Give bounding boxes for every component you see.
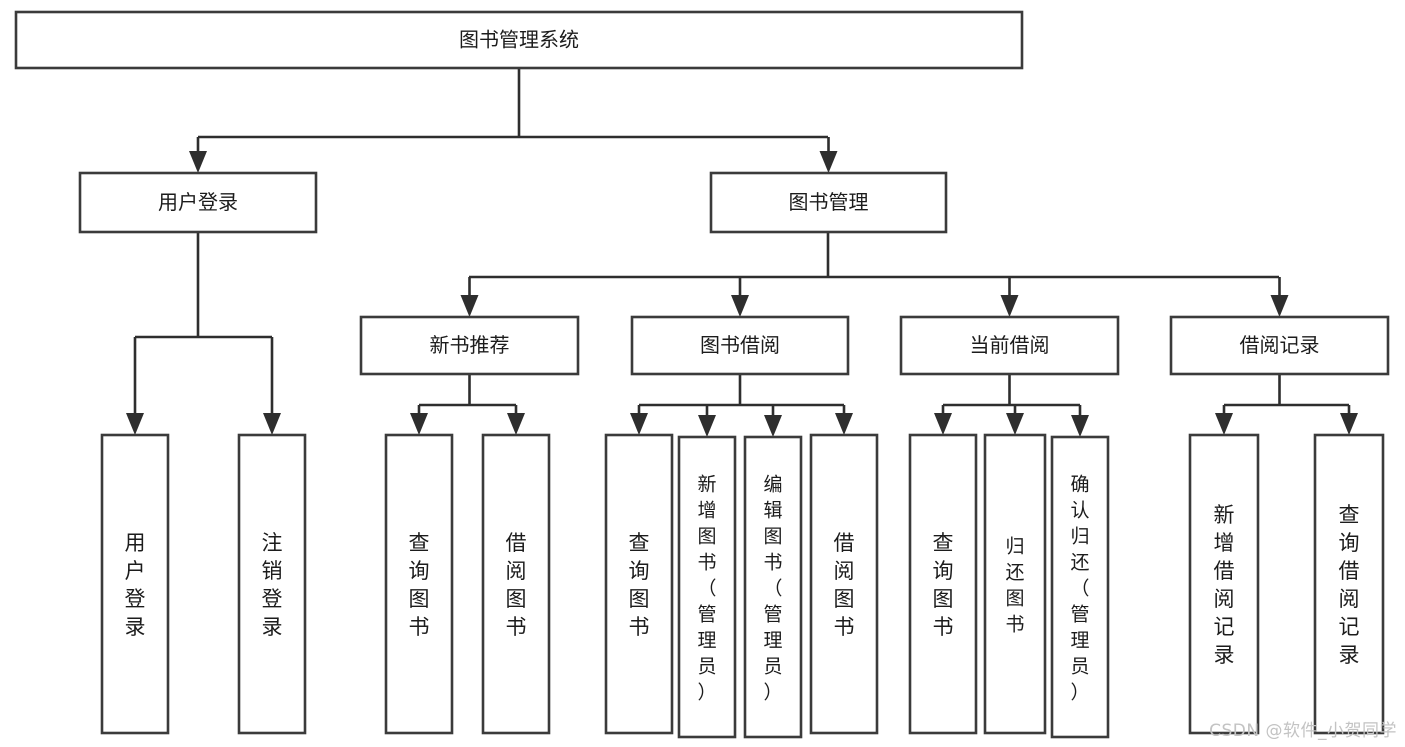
node-label-leaf-query-book-borrow: 查询图书	[629, 531, 650, 639]
node-box-book-borrow[interactable]	[630, 315, 850, 376]
node-new-book-recommend[interactable]: 新书推荐	[359, 315, 580, 376]
arrow-icon-leaf-user-logout	[263, 413, 281, 435]
arrow-icon-leaf-edit-book	[764, 415, 782, 437]
node-leaf-borrow-book[interactable]: 借阅图书	[809, 433, 879, 735]
node-root[interactable]: 图书管理系统	[14, 10, 1024, 70]
node-box-leaf-query-book-recommend[interactable]	[384, 433, 454, 735]
node-box-leaf-confirm-return[interactable]	[1050, 435, 1110, 739]
arrow-icon-leaf-borrow-book	[835, 413, 853, 435]
node-label-new-book-recommend: 新书推荐	[430, 333, 510, 357]
node-label-leaf-user-login: 用户登录	[125, 531, 146, 639]
node-box-new-book-recommend[interactable]	[359, 315, 580, 376]
node-current-borrow[interactable]: 当前借阅	[899, 315, 1120, 376]
node-box-leaf-borrow-book-recommend[interactable]	[481, 433, 551, 735]
node-label-leaf-add-borrow-record: 新增借阅记录	[1214, 503, 1235, 667]
connector-layer	[126, 68, 1358, 437]
arrow-icon-leaf-return-book	[1006, 413, 1024, 435]
node-leaf-return-book[interactable]: 归还图书	[983, 433, 1047, 735]
node-box-leaf-edit-book[interactable]	[743, 435, 803, 739]
node-box-leaf-return-book[interactable]	[983, 433, 1047, 735]
node-label-leaf-query-borrow-record: 查询借阅记录	[1339, 503, 1360, 667]
arrow-icon-current-borrow	[1000, 295, 1019, 317]
node-label-root: 图书管理系统	[459, 28, 579, 52]
node-label-leaf-query-book-current: 查询图书	[933, 531, 954, 639]
node-label-book-borrow: 图书借阅	[700, 333, 780, 357]
node-leaf-confirm-return[interactable]: 确认归还（管理员）	[1050, 435, 1110, 739]
csdn-watermark: CSDN @软件_小贺同学	[1209, 721, 1397, 741]
node-label-borrow-record: 借阅记录	[1240, 333, 1320, 357]
node-user-login[interactable]: 用户登录	[78, 171, 318, 234]
node-leaf-add-borrow-record[interactable]: 新增借阅记录	[1188, 433, 1260, 735]
node-leaf-borrow-book-recommend[interactable]: 借阅图书	[481, 433, 551, 735]
node-leaf-query-borrow-record[interactable]: 查询借阅记录	[1313, 433, 1385, 735]
arrow-icon-leaf-add-borrow-record	[1215, 413, 1233, 435]
node-label-leaf-query-book-recommend: 查询图书	[409, 531, 430, 639]
node-box-leaf-add-borrow-record[interactable]	[1188, 433, 1260, 735]
node-box-book-manage[interactable]	[709, 171, 948, 234]
arrow-icon-user-login	[189, 151, 207, 173]
node-leaf-user-login[interactable]: 用户登录	[100, 433, 170, 735]
node-box-borrow-record[interactable]	[1169, 315, 1390, 376]
node-leaf-edit-book[interactable]: 编辑图书（管理员）	[743, 435, 803, 739]
node-book-borrow[interactable]: 图书借阅	[630, 315, 850, 376]
node-label-current-borrow: 当前借阅	[970, 333, 1050, 357]
arrow-icon-leaf-borrow-book-recommend	[507, 413, 525, 435]
node-box-leaf-query-borrow-record[interactable]	[1313, 433, 1385, 735]
node-box-user-login[interactable]	[78, 171, 318, 234]
node-box-leaf-user-logout[interactable]	[237, 433, 307, 735]
node-label-leaf-user-logout: 注销登录	[262, 531, 283, 639]
node-label-leaf-add-book: 新增图书（管理员）	[697, 473, 716, 703]
node-label-book-manage: 图书管理	[789, 190, 869, 214]
arrow-icon-book-borrow	[731, 295, 749, 317]
node-label-leaf-return-book: 归还图书	[1005, 535, 1024, 635]
node-label-leaf-confirm-return: 确认归还（管理员）	[1070, 473, 1089, 703]
node-label-user-login: 用户登录	[158, 190, 238, 214]
arrow-icon-new-book-recommend	[460, 295, 479, 317]
node-box-leaf-query-book-borrow[interactable]	[604, 433, 674, 735]
arrow-icon-leaf-query-borrow-record	[1340, 413, 1358, 435]
node-box-leaf-user-login[interactable]	[100, 433, 170, 735]
node-book-manage[interactable]: 图书管理	[709, 171, 948, 234]
node-label-leaf-borrow-book: 借阅图书	[834, 531, 855, 639]
node-leaf-add-book[interactable]: 新增图书（管理员）	[677, 435, 737, 739]
node-box-current-borrow[interactable]	[899, 315, 1120, 376]
arrow-icon-leaf-query-book-borrow	[630, 413, 648, 435]
node-leaf-query-book-current[interactable]: 查询图书	[908, 433, 978, 735]
arrow-icon-leaf-query-book-current	[934, 413, 952, 435]
arrow-icon-leaf-query-book-recommend	[410, 413, 428, 435]
arrow-icon-leaf-user-login	[126, 413, 144, 435]
node-leaf-query-book-borrow[interactable]: 查询图书	[604, 433, 674, 735]
node-label-leaf-edit-book: 编辑图书（管理员）	[763, 473, 782, 703]
arrow-icon-book-manage	[819, 151, 838, 173]
arrow-icon-leaf-confirm-return	[1071, 415, 1089, 437]
node-leaf-query-book-recommend[interactable]: 查询图书	[384, 433, 454, 735]
node-box-leaf-borrow-book[interactable]	[809, 433, 879, 735]
arrow-icon-leaf-add-book	[698, 415, 716, 437]
node-label-leaf-borrow-book-recommend: 借阅图书	[506, 531, 527, 639]
node-borrow-record[interactable]: 借阅记录	[1169, 315, 1390, 376]
node-box-leaf-query-book-current[interactable]	[908, 433, 978, 735]
arrow-icon-borrow-record	[1270, 295, 1289, 317]
node-leaf-user-logout[interactable]: 注销登录	[237, 433, 307, 735]
node-layer: 图书管理系统用户登录图书管理新书推荐图书借阅当前借阅借阅记录用户登录注销登录查询…	[14, 10, 1390, 739]
node-box-root[interactable]	[14, 10, 1024, 70]
node-box-leaf-add-book[interactable]	[677, 435, 737, 739]
